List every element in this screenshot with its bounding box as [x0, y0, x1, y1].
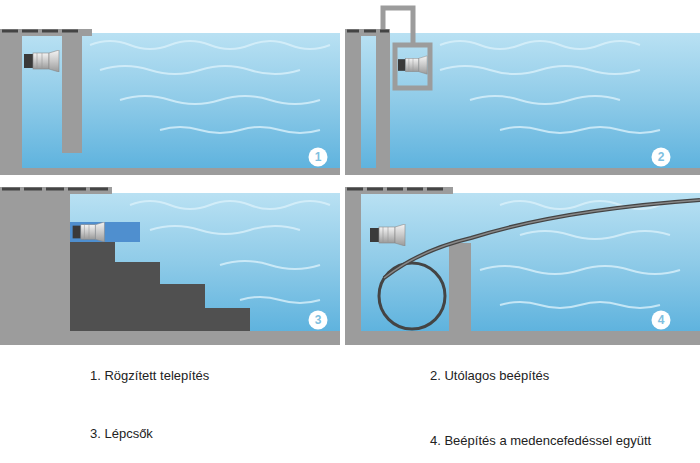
callout-circle: 1 [308, 147, 328, 167]
caption-label: 2. Utólagos beépítés [430, 368, 549, 383]
callout-circle: 3 [308, 310, 328, 330]
callout-number: 4 [651, 310, 671, 330]
callout-number: 2 [651, 147, 671, 167]
panel-fixed [0, 29, 340, 175]
panel-cover [345, 187, 700, 345]
panel-stairs [0, 187, 340, 345]
callout-circle: 2 [651, 147, 671, 167]
caption-label: 4. Beépítés a medencefedéssel együtt [430, 433, 651, 448]
callout-number: 1 [308, 147, 328, 167]
callout-number: 3 [308, 310, 328, 330]
caption-label: 3. Lépcsők [90, 426, 153, 441]
caption-label: 1. Rögzített telepítés [90, 368, 209, 383]
panel-retrofit [345, 8, 700, 175]
callout-circle: 4 [651, 310, 671, 330]
